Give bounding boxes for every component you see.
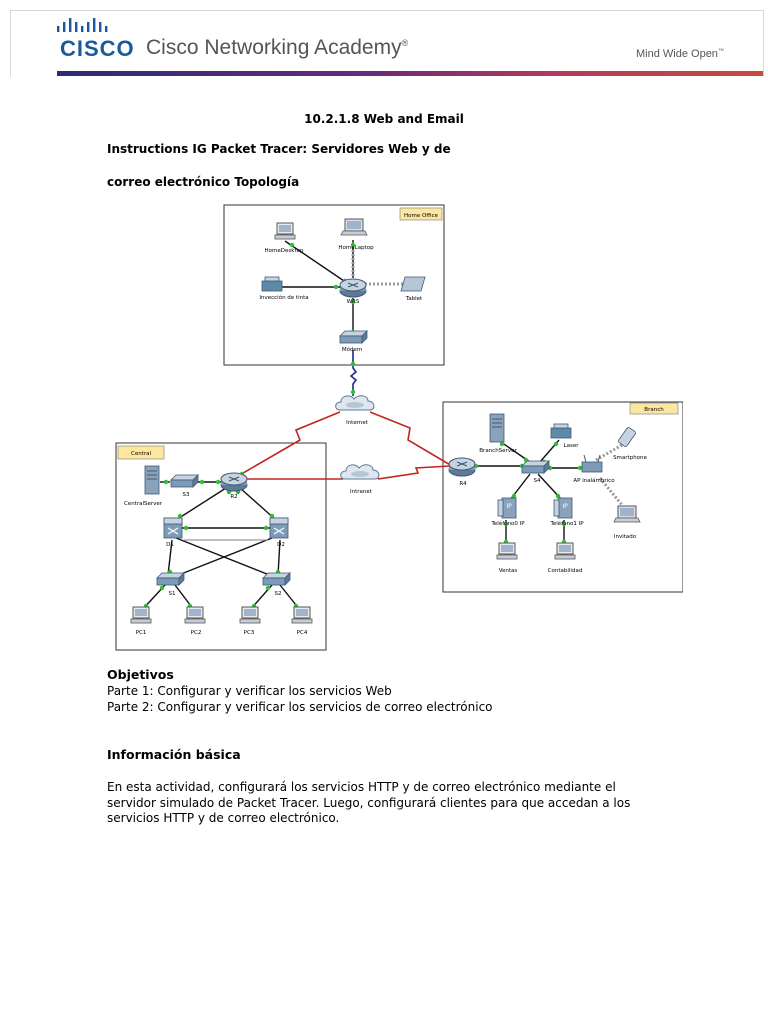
pc1-label: PC1 (136, 630, 147, 636)
home-laptop-label: HomeLaptop (338, 245, 374, 251)
laser-label: Laser (564, 443, 580, 449)
internet-label: Internet (346, 420, 369, 426)
ip-phone1-icon (553, 497, 573, 519)
intranet-cloud-icon (340, 464, 380, 480)
s1-label: S1 (169, 591, 176, 597)
objective-part1: Parte 1: Configurar y verificar los serv… (107, 684, 392, 698)
ventas-pc-icon (496, 542, 518, 560)
modem-label: Módem (342, 346, 362, 353)
pc4-icon (291, 606, 313, 624)
wireless-ap-icon (581, 454, 603, 473)
contabilidad-pc-icon (554, 542, 576, 560)
d1-label: D1 (166, 542, 174, 548)
pc2-label: PC2 (191, 630, 202, 636)
router-r4-icon (448, 457, 476, 477)
network-topology-diagram: IP Home Office Branch Central (115, 204, 683, 651)
internet-cloud-icon (335, 395, 375, 411)
multilayer-switch-d2-icon (269, 517, 289, 539)
contabilidad-label: Contabilidad (548, 568, 583, 574)
switch-s3-icon (170, 474, 199, 488)
smartphone-icon (618, 427, 636, 447)
cisco-logo-text: CISCO (60, 36, 135, 61)
header-gradient-bar (57, 71, 763, 76)
ip-phone0-label: Teléfono0 IP (490, 520, 525, 527)
switch-s4-icon (521, 460, 550, 474)
ap-label: AP inalámbrico (573, 477, 615, 484)
wrs-router-icon (339, 278, 367, 298)
page-header (10, 10, 764, 77)
document-subtitle-line2: correo electrónico Topología (107, 175, 300, 189)
printer-label: Invección de tinta (259, 294, 308, 301)
home-laptop-icon (340, 218, 368, 236)
central-server-icon (144, 465, 160, 495)
wireless-laptop-icon (613, 505, 641, 523)
s4-label: S4 (534, 478, 541, 484)
pc3-label: PC3 (244, 630, 255, 636)
r4-label: R4 (459, 481, 467, 487)
wrs-label: WRS (347, 299, 360, 305)
background-paragraph: En esta actividad, configurará los servi… (107, 780, 631, 825)
tablet-label: Tablet (405, 296, 423, 302)
ip-phone0-icon (497, 497, 517, 519)
tablet-icon (400, 276, 426, 292)
objectives-heading: Objetivos (107, 667, 174, 682)
central-label: Central (131, 451, 151, 457)
d2-label: D2 (277, 542, 285, 548)
multilayer-switch-d1-icon (163, 517, 183, 539)
ip-phone1-label: Teléfono1 IP (549, 520, 584, 527)
s2-label: S2 (275, 591, 282, 597)
smartphone-label: Smartphone (613, 455, 647, 461)
s3-label: S3 (183, 492, 190, 498)
modem-icon (339, 330, 368, 344)
objective-part2: Parte 2: Configurar y verificar los serv… (107, 700, 493, 714)
background-heading: Información básica (107, 747, 241, 762)
laser-printer-icon (550, 423, 572, 439)
document-subtitle-line1: Instructions IG Packet Tracer: Servidore… (107, 142, 451, 156)
switch-s1-icon (156, 572, 185, 586)
wireless-laptop-label: Invitado (614, 534, 637, 540)
pc2-icon (184, 606, 206, 624)
tagline: Mind Wide Open™ (636, 48, 724, 60)
switch-s2-icon (262, 572, 291, 586)
pc1-icon (130, 606, 152, 624)
r2-label: R2 (230, 494, 237, 500)
pc3-icon (239, 606, 261, 624)
branch-server-label: BranchServer (479, 448, 517, 454)
branch-server-icon (489, 413, 505, 443)
cisco-logo-bars-icon (57, 18, 108, 32)
printer-icon (261, 276, 283, 292)
academy-title: Cisco Networking Academy® (146, 36, 409, 59)
home-desktop-icon (274, 222, 296, 240)
intranet-label: Intranet (350, 489, 373, 495)
document-title: 10.2.1.8 Web and Email (304, 112, 464, 126)
branch-label: Branch (644, 407, 664, 413)
central-server-label: CentralServer (124, 501, 163, 507)
home-office-label: Home Office (404, 213, 439, 219)
router-r2-icon (220, 472, 248, 492)
home-desktop-label: HomeDesktop (265, 248, 304, 254)
ventas-label: Ventas (499, 568, 518, 574)
pc4-label: PC4 (297, 630, 308, 636)
